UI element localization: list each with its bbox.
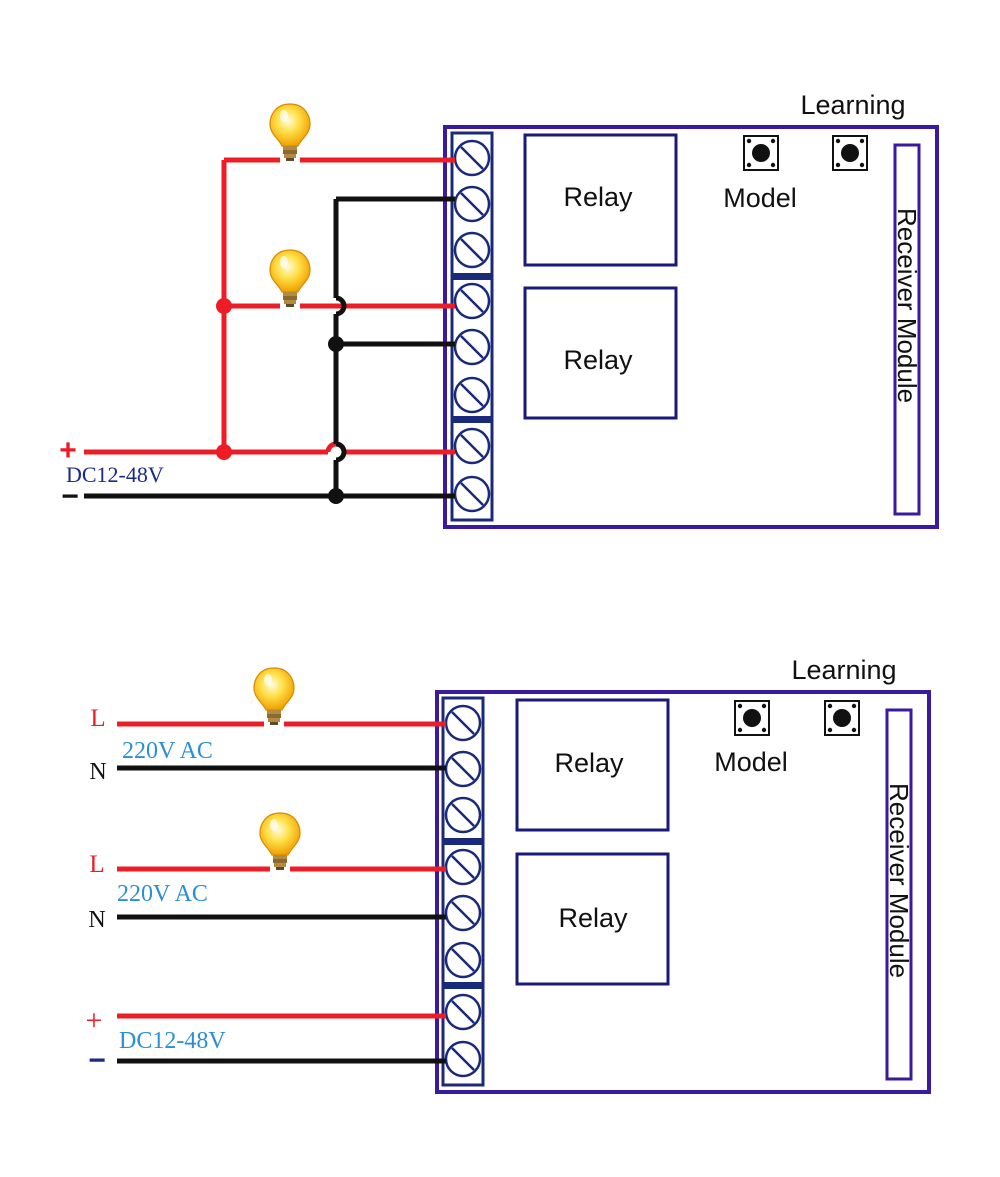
top-relay-1 <box>523 133 678 267</box>
bottom-relay-1 <box>515 698 670 832</box>
bottom-terminal-block <box>441 696 485 1087</box>
top-terminal-7 <box>453 427 491 465</box>
bottom-learning-label: Learning <box>791 655 896 685</box>
top-receiver-label: Receiver Module <box>892 208 922 403</box>
bottom-terminal-1 <box>444 704 482 742</box>
bottom-receiver-label: Receiver Module <box>884 783 914 978</box>
top-relay-2 <box>523 286 678 420</box>
top-junction-black-1 <box>328 336 344 352</box>
top-junction-red-1 <box>216 298 232 314</box>
top-model-label: Model <box>723 183 797 213</box>
top-red-wires <box>84 157 455 455</box>
bottom-terminal-4 <box>444 848 482 886</box>
bottom-n2-label: N <box>88 907 105 933</box>
top-junction-black-2 <box>328 488 344 504</box>
bottom-model-label: Model <box>714 747 788 777</box>
bottom-relay-1-label: Relay <box>554 748 624 778</box>
top-terminal-5 <box>453 328 491 366</box>
bottom-model-button[interactable] <box>734 700 770 736</box>
bottom-terminal-6 <box>444 941 482 979</box>
top-bulb-2-icon <box>269 249 311 308</box>
bottom-receiver-board <box>435 690 931 1094</box>
bottom-relay-2-label: Relay <box>558 903 628 933</box>
top-receiver-strip <box>893 143 921 516</box>
top-terminal-4 <box>453 282 491 320</box>
bottom-ac2-label: 220V AC <box>117 881 208 907</box>
bottom-terminal-8 <box>444 1040 482 1078</box>
bottom-red-wires <box>117 721 446 1019</box>
top-terminal-2 <box>453 185 491 223</box>
top-terminal-3 <box>453 231 491 269</box>
top-terminal-8 <box>453 475 491 513</box>
top-model-button[interactable] <box>743 135 779 171</box>
top-terminal-block <box>450 131 494 522</box>
bottom-terminal-5 <box>444 894 482 932</box>
bottom-receiver-strip <box>885 708 913 1081</box>
top-bulb-1-icon <box>269 103 311 162</box>
top-plus-sign: + <box>59 434 77 467</box>
top-terminal-6 <box>453 376 491 414</box>
bottom-terminal-7 <box>444 993 482 1031</box>
top-learning-button[interactable] <box>832 135 868 171</box>
bottom-relay-2 <box>515 852 670 986</box>
bottom-terminal-3 <box>444 796 482 834</box>
bottom-ac1-label: 220V AC <box>122 738 213 764</box>
bottom-learning-button[interactable] <box>824 700 860 736</box>
bottom-terminal-2 <box>444 750 482 788</box>
top-relay-2-label: Relay <box>563 345 633 375</box>
bottom-black-wires <box>117 765 446 1064</box>
top-minus-sign: − <box>61 480 79 513</box>
bottom-bulb-1-icon <box>253 667 295 726</box>
top-receiver-board <box>443 125 939 529</box>
bottom-diagram: Relay Relay Model Learning Receiver Modu… <box>86 655 931 1094</box>
bottom-l1-label: L <box>90 705 105 732</box>
bottom-l2-label: L <box>89 851 104 878</box>
top-dc-label: DC12-48V <box>66 462 164 487</box>
bottom-bulb-2-icon <box>259 812 301 871</box>
top-terminal-1 <box>453 139 491 177</box>
bottom-dc-label: DC12-48V <box>119 1028 226 1054</box>
bottom-plus-sign: + <box>86 1004 103 1037</box>
top-relay-1-label: Relay <box>563 182 633 212</box>
top-junction-red-2 <box>216 444 232 460</box>
bottom-minus-sign: − <box>88 1044 106 1077</box>
top-learning-label: Learning <box>800 90 905 120</box>
top-diagram: Relay Relay Model Learning Receiver Modu… <box>59 90 939 529</box>
bottom-n1-label: N <box>89 759 106 785</box>
